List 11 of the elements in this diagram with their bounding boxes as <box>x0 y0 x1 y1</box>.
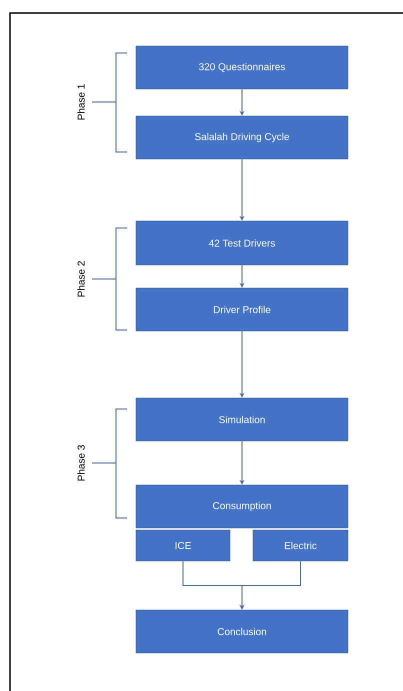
process-box: Conclusion <box>136 610 348 654</box>
phase-label: Phase 2 <box>77 261 85 297</box>
phase-label: Phase 3 <box>77 445 85 481</box>
process-box: Driver Profile <box>136 288 348 332</box>
process-box: 320 Questionnaires <box>136 46 348 90</box>
process-box: 42 Test Drivers <box>136 220 348 266</box>
process-box: Simulation <box>136 398 348 442</box>
sub-box: Electric <box>252 530 348 562</box>
phase-label: Phase 1 <box>77 84 85 120</box>
sub-box: ICE <box>136 530 230 562</box>
process-box: Salalah Driving Cycle <box>136 116 348 160</box>
